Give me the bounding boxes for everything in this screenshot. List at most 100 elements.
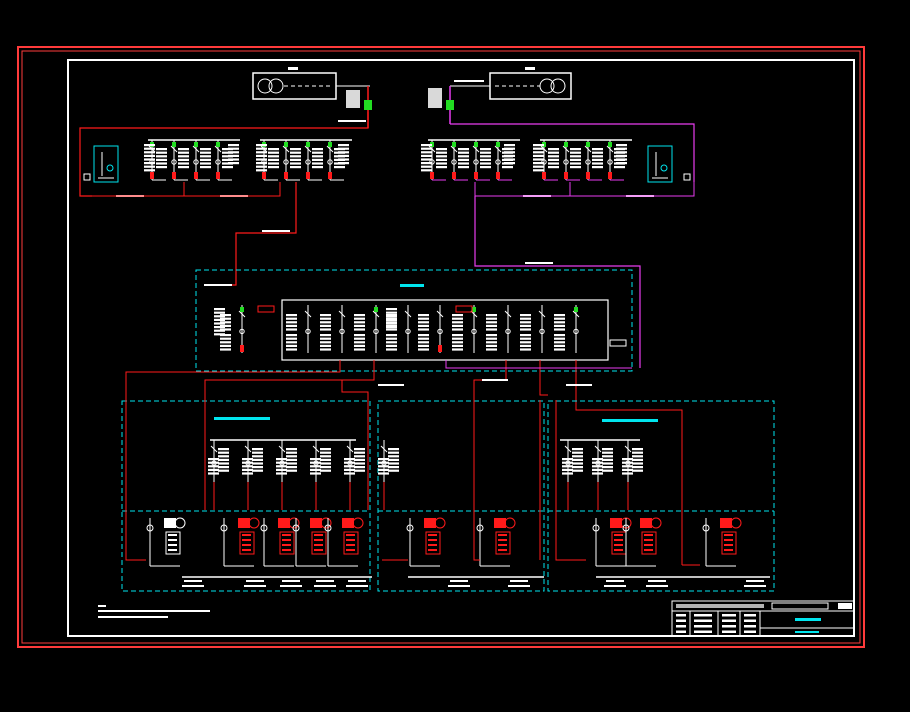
label-line — [252, 451, 263, 454]
label-line — [354, 341, 365, 344]
label-line — [418, 344, 429, 347]
label-line — [290, 166, 301, 169]
feed-bottom-5 — [539, 360, 548, 396]
label-line — [622, 468, 633, 471]
label-line — [346, 549, 355, 551]
label-line — [533, 165, 544, 168]
ct-icon — [373, 328, 379, 335]
label-line — [286, 448, 297, 451]
label-line — [480, 151, 491, 154]
label-line — [220, 344, 231, 347]
label-line — [520, 344, 531, 347]
label-line — [276, 472, 287, 475]
label-line — [252, 462, 263, 465]
label-line — [486, 334, 497, 337]
gen-body — [342, 518, 354, 528]
label-line — [286, 321, 297, 324]
label-line — [338, 154, 349, 157]
label-line — [498, 544, 507, 546]
label-line — [694, 619, 712, 622]
label-line — [242, 544, 251, 546]
label-line — [570, 155, 581, 158]
label-line — [648, 580, 666, 582]
breaker-icon — [380, 445, 388, 453]
indicator — [306, 142, 310, 147]
label-line — [354, 451, 365, 454]
label-line — [286, 328, 297, 331]
label-line — [286, 348, 297, 351]
label-line — [744, 619, 756, 622]
top-switchboard-row — [83, 139, 691, 183]
indicator — [574, 307, 578, 312]
label-line — [256, 169, 267, 172]
label-line — [168, 534, 177, 536]
riser-right — [474, 196, 641, 368]
label-line — [144, 158, 155, 161]
label-line — [602, 458, 613, 461]
label-line — [602, 466, 613, 469]
label-line — [320, 455, 331, 458]
label-line — [421, 147, 432, 150]
label-line — [572, 451, 583, 454]
label-line — [348, 580, 366, 582]
rmu-ct — [106, 164, 114, 172]
label-line — [644, 544, 653, 546]
label-line — [562, 461, 573, 464]
label-line — [622, 465, 633, 468]
label-line — [428, 544, 437, 546]
label-line — [498, 549, 507, 551]
middle-distribution-boundary — [195, 269, 633, 372]
label-line — [222, 162, 233, 165]
gen-body — [720, 518, 732, 528]
riser-left — [205, 182, 297, 286]
label-line — [344, 468, 355, 471]
label-line — [312, 155, 323, 158]
label-line — [242, 472, 253, 475]
label-line — [386, 341, 397, 344]
label-line — [218, 469, 229, 472]
label-line — [418, 324, 429, 327]
label-line — [458, 158, 469, 161]
label-line — [280, 585, 302, 587]
indicator — [430, 172, 434, 179]
indicator — [586, 142, 590, 147]
feed-middle-magenta — [445, 360, 632, 369]
ct-icon — [283, 159, 289, 165]
bottom-section-right — [547, 400, 775, 592]
label-line — [218, 451, 229, 454]
label-line — [486, 337, 497, 340]
label-line — [334, 166, 345, 169]
label-line — [218, 455, 229, 458]
generator-icon — [324, 517, 364, 567]
label-line — [746, 580, 764, 582]
ct-icon — [406, 524, 414, 532]
label-line — [168, 549, 177, 551]
label-line — [676, 619, 686, 622]
label-line — [498, 539, 507, 541]
bottom-section-middle — [377, 400, 545, 592]
label-line — [286, 314, 297, 317]
label-line — [178, 155, 189, 158]
label-line — [354, 321, 365, 324]
label-line — [354, 314, 365, 317]
label-line — [480, 155, 491, 158]
ct-icon — [324, 524, 332, 532]
label-line — [220, 348, 231, 351]
label-line — [344, 465, 355, 468]
label-line — [508, 585, 530, 587]
label-line — [168, 539, 177, 541]
label-line — [178, 148, 189, 151]
label-line — [320, 328, 331, 331]
label-line — [276, 465, 287, 468]
label-line — [286, 317, 297, 320]
label-line — [533, 154, 544, 157]
label-line — [144, 151, 155, 154]
label-line — [320, 337, 331, 340]
label-line — [282, 544, 291, 546]
label-line — [220, 321, 231, 324]
label-line — [256, 151, 267, 154]
ct-icon — [539, 328, 545, 335]
label-line — [646, 585, 668, 587]
label-line — [632, 448, 643, 451]
